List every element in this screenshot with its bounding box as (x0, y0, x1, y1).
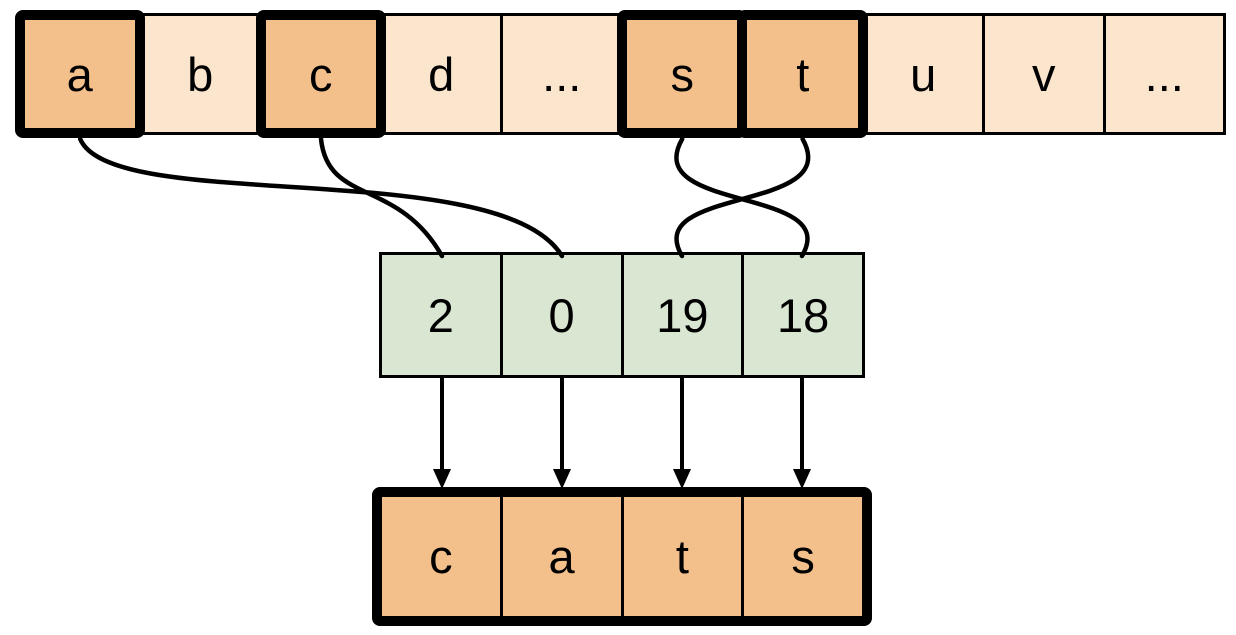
alphabet-cell-a: a (21, 16, 142, 132)
output-cell-a: a (502, 497, 624, 616)
curve-t-to-19 (674, 136, 811, 259)
alphabet-cell-v: v (985, 16, 1106, 132)
alphabet-cell-d: d (382, 16, 503, 132)
alphabet-cell-t: t (744, 16, 865, 132)
index-cell-0: 0 (502, 255, 624, 375)
arrow-index-18 (793, 377, 811, 489)
alphabet-cell-u: u (864, 16, 985, 132)
curve-a-to-0 (77, 136, 565, 259)
alphabet-cell-s: s (623, 16, 744, 132)
output-cell-c: c (382, 497, 503, 616)
arrow-index-0 (553, 377, 571, 489)
alphabet-cell-c: c (262, 16, 383, 132)
index-cell-19: 19 (623, 255, 745, 375)
alphabet-cell-etcetcetc: ... (503, 16, 624, 132)
curve-c-to-2 (318, 136, 445, 259)
arrow-index-2 (433, 377, 451, 489)
output-cell-s: s (744, 497, 862, 616)
alphabet-cell-b: b (141, 16, 262, 132)
index-cell-18: 18 (744, 255, 862, 375)
curve-s-to-18 (674, 136, 810, 259)
arrow-index-19 (673, 377, 691, 489)
output-cell-t: t (623, 497, 745, 616)
alphabet-cell-etcetcetc: ... (1105, 16, 1223, 132)
index-cell-2: 2 (382, 255, 503, 375)
